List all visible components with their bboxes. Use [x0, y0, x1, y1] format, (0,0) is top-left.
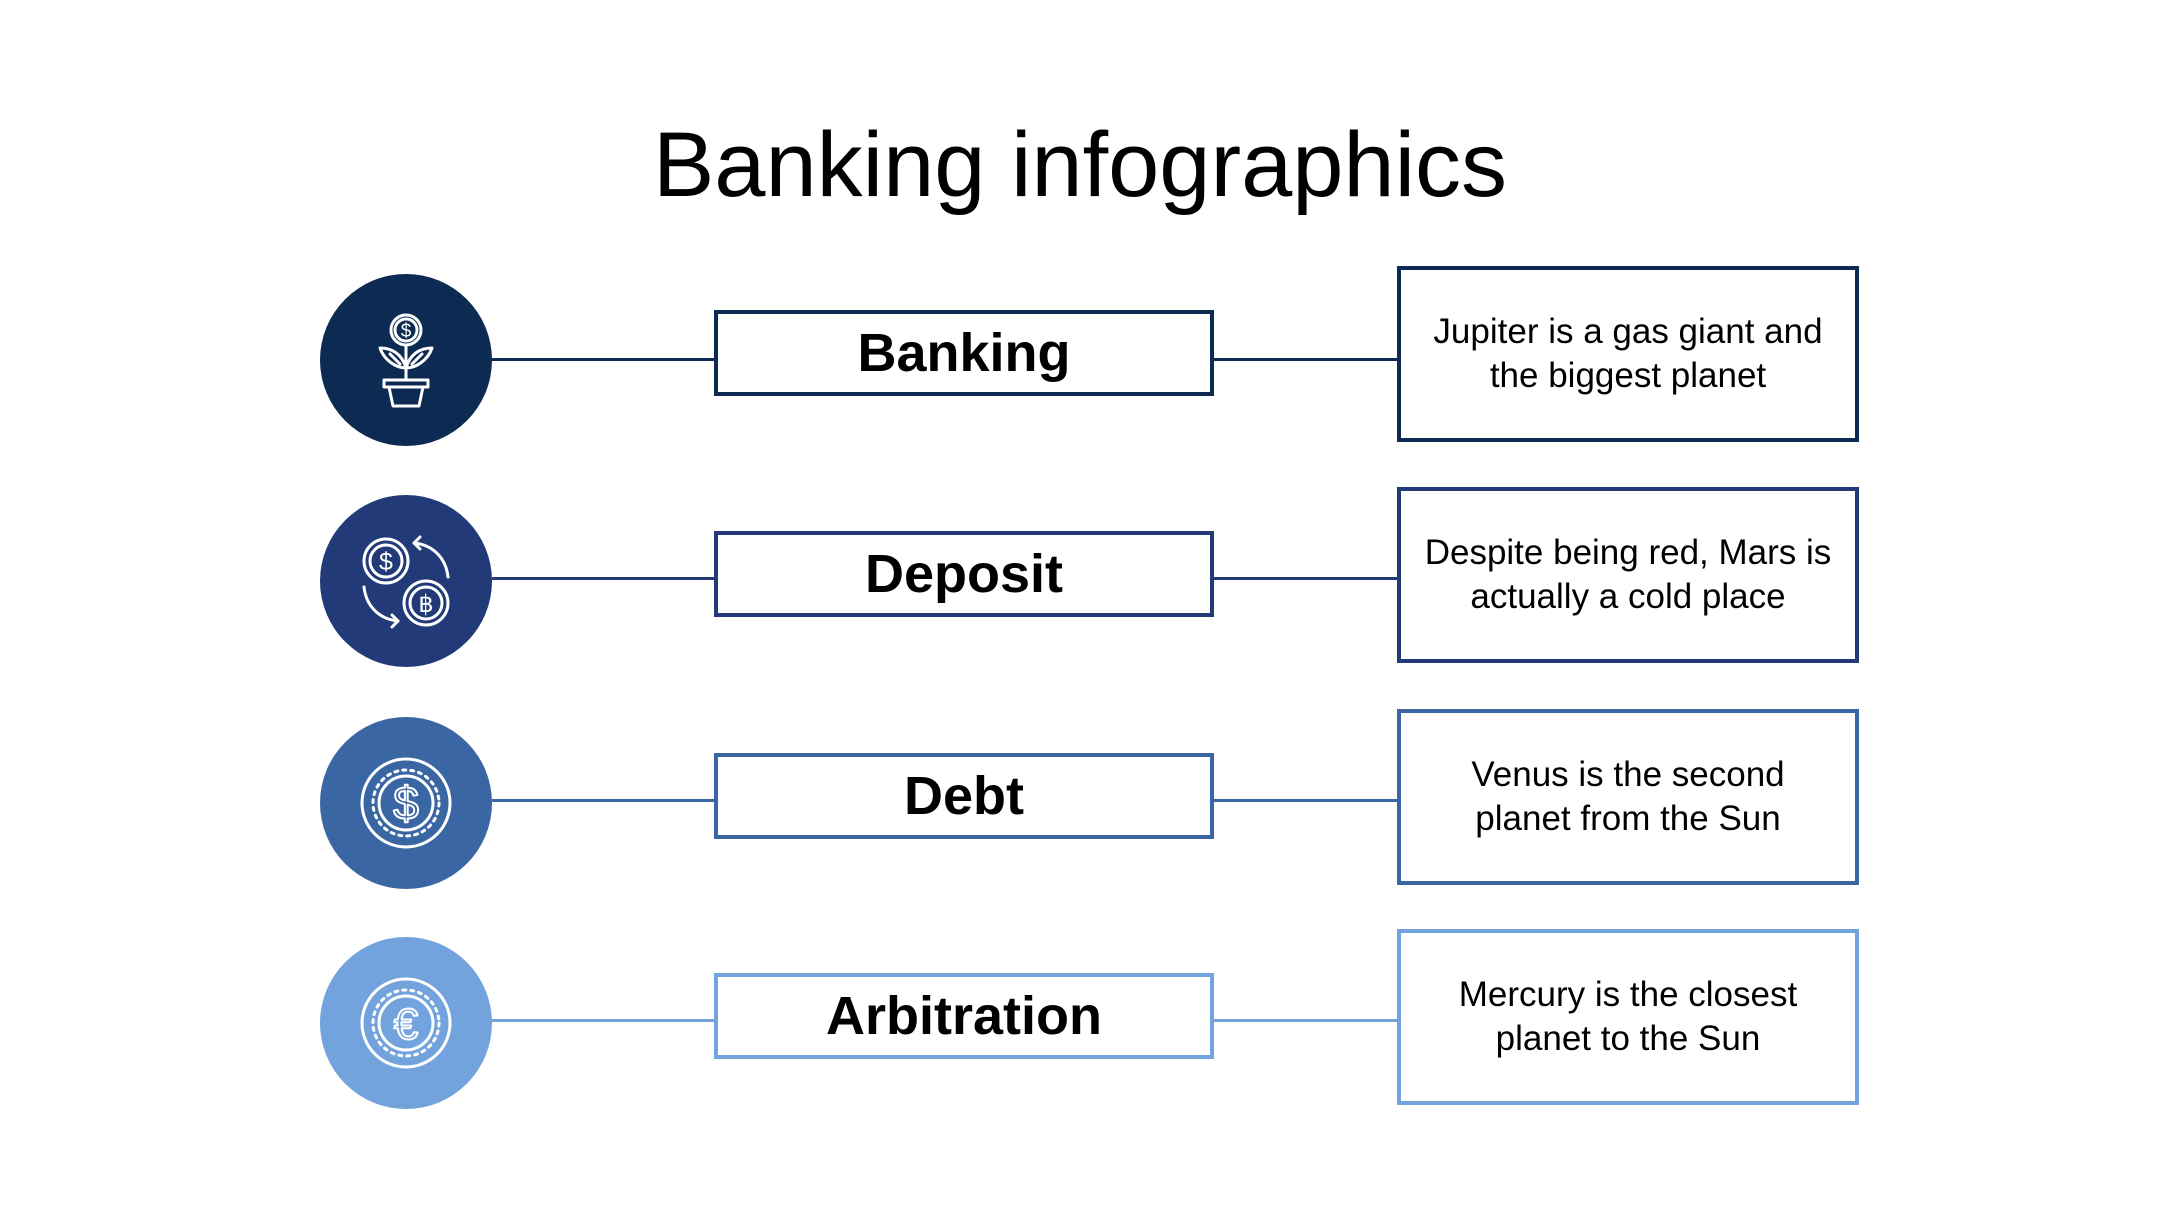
svg-text:$: $: [401, 321, 412, 342]
icon-circle-deposit: $ ฿: [320, 495, 492, 667]
description-box-debt: Venus is the second planet from the Sun: [1397, 709, 1859, 885]
euro-coin-icon: €: [360, 977, 452, 1069]
label-box-deposit: Deposit: [714, 531, 1214, 617]
label-box-debt: Debt: [714, 753, 1214, 839]
currency-exchange-icon: $ ฿: [362, 535, 450, 629]
info-row-banking: $ Banking Jupiter is a gas giant and the…: [0, 266, 2160, 452]
icon-circle-debt: $: [320, 717, 492, 889]
connector-line-left: [492, 799, 714, 802]
connector-line-left: [492, 577, 714, 580]
connector-line-right: [1214, 799, 1397, 802]
svg-text:$: $: [379, 548, 393, 576]
info-row-arbitration: € Arbitration Mercury is the closest pla…: [0, 929, 2160, 1115]
icon-circle-banking: $: [320, 274, 492, 446]
label-box-banking: Banking: [714, 310, 1214, 396]
description-box-deposit: Despite being red, Mars is actually a co…: [1397, 487, 1859, 663]
info-row-deposit: $ ฿ Deposit Despite being red, Mars is a…: [0, 487, 2160, 673]
dollar-coin-icon: $: [360, 757, 452, 849]
connector-line-right: [1214, 358, 1397, 361]
description-box-banking: Jupiter is a gas giant and the biggest p…: [1397, 266, 1859, 442]
connector-line-left: [492, 1019, 714, 1022]
label-box-arbitration: Arbitration: [714, 973, 1214, 1059]
icon-circle-arbitration: €: [320, 937, 492, 1109]
money-plant-icon: $: [378, 313, 434, 408]
svg-text:฿: ฿: [418, 591, 433, 618]
page-title: Banking infographics: [652, 114, 1508, 216]
connector-line-left: [492, 358, 714, 361]
svg-text:$: $: [393, 777, 419, 829]
svg-text:€: €: [394, 1000, 418, 1049]
info-row-debt: $ Debt Venus is the second planet from t…: [0, 709, 2160, 895]
description-box-arbitration: Mercury is the closest planet to the Sun: [1397, 929, 1859, 1105]
connector-line-right: [1214, 577, 1397, 580]
connector-line-right: [1214, 1019, 1397, 1022]
